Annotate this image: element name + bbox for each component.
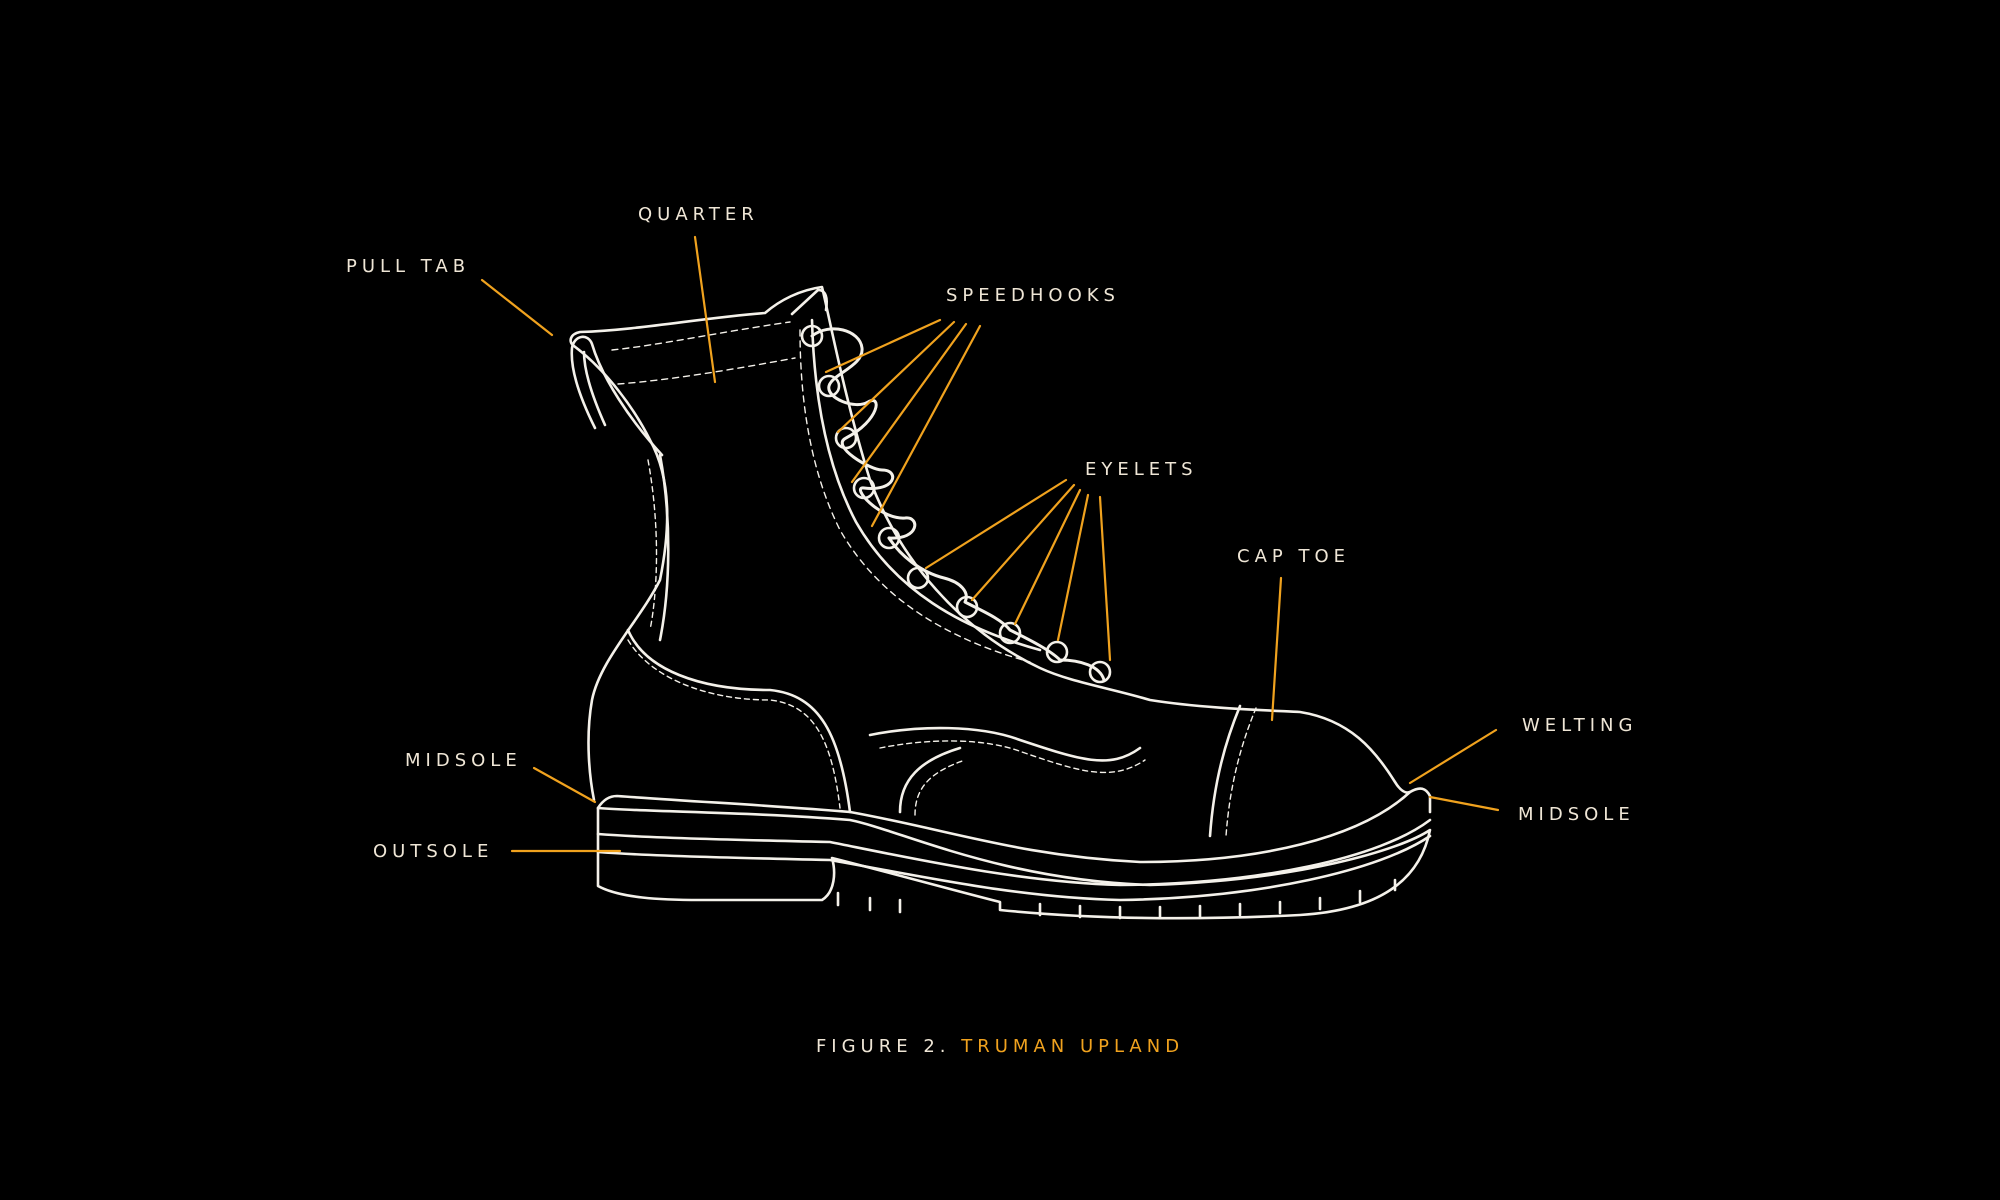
leader-speedhooks bbox=[836, 320, 956, 434]
heel-counter bbox=[626, 628, 852, 814]
eyestay-stitch bbox=[799, 329, 1031, 663]
front-quarter bbox=[898, 746, 962, 814]
quarter-stitch bbox=[617, 357, 796, 385]
back-stay bbox=[658, 453, 670, 642]
leader-midsole-left bbox=[532, 766, 597, 804]
label-cap-toe: CAP TOE bbox=[1237, 546, 1350, 567]
boot-upper bbox=[569, 285, 1412, 802]
label-speedhooks: SPEEDHOOKS bbox=[946, 285, 1120, 306]
leader-eyelets bbox=[1013, 488, 1082, 626]
eyestay-edge bbox=[810, 318, 1042, 652]
label-midsole-right: MIDSOLE bbox=[1518, 804, 1635, 825]
leader-speedhooks bbox=[870, 324, 982, 528]
vamp-stitch bbox=[879, 740, 1146, 774]
label-eyelets: EYELETS bbox=[1085, 459, 1198, 480]
sole-band bbox=[596, 818, 1432, 887]
midsole-welt bbox=[596, 787, 1432, 864]
leader-pull-tab bbox=[480, 278, 554, 337]
outsole-outline bbox=[596, 806, 1432, 920]
eyelet bbox=[955, 595, 979, 619]
leader-eyelets bbox=[1056, 493, 1090, 642]
lace bbox=[810, 327, 917, 540]
eyelet bbox=[906, 566, 930, 590]
leader-welting bbox=[1408, 728, 1498, 785]
front-quarter-stitch bbox=[914, 759, 966, 816]
sole-band bbox=[596, 834, 1432, 902]
figure-caption: FIGURE 2. TRUMAN UPLAND bbox=[0, 1038, 2000, 1056]
label-pull-tab: PULL TAB bbox=[346, 256, 471, 277]
leader-eyelets bbox=[1098, 495, 1112, 662]
speedhook bbox=[800, 324, 824, 348]
cap-toe-seam bbox=[1208, 704, 1242, 838]
leader-midsole-right bbox=[1428, 795, 1500, 812]
vamp-seam bbox=[868, 726, 1142, 762]
pull-tab bbox=[570, 335, 664, 457]
caption-name: TRUMAN UPLAND bbox=[961, 1036, 1185, 1057]
heel-counter-stitch bbox=[627, 639, 841, 809]
cap-toe-stitch bbox=[1225, 707, 1257, 837]
speedhook bbox=[834, 426, 858, 450]
back-stay-stitch bbox=[647, 459, 658, 631]
pull-tab-inner bbox=[582, 350, 607, 427]
leader-quarter bbox=[693, 235, 717, 384]
leader-eyelets bbox=[970, 483, 1076, 602]
leader-cap-toe bbox=[1270, 576, 1283, 722]
speedhook bbox=[817, 374, 841, 398]
label-welting: WELTING bbox=[1522, 715, 1638, 736]
eyelet bbox=[1045, 640, 1069, 664]
eyelet bbox=[1088, 660, 1112, 684]
leader-speedhooks bbox=[850, 322, 968, 484]
sole-tread bbox=[836, 878, 1397, 920]
tongue bbox=[790, 288, 829, 316]
caption-prefix: FIGURE 2. bbox=[815, 1036, 951, 1057]
lace bbox=[887, 536, 1106, 682]
eyelet bbox=[998, 621, 1022, 645]
label-quarter: QUARTER bbox=[638, 204, 759, 225]
leader-speedhooks bbox=[824, 318, 942, 374]
label-outsole: OUTSOLE bbox=[373, 841, 494, 862]
quarter-top-stitch bbox=[611, 321, 791, 351]
leader-eyelets bbox=[924, 478, 1068, 570]
label-midsole-left: MIDSOLE bbox=[405, 750, 522, 771]
